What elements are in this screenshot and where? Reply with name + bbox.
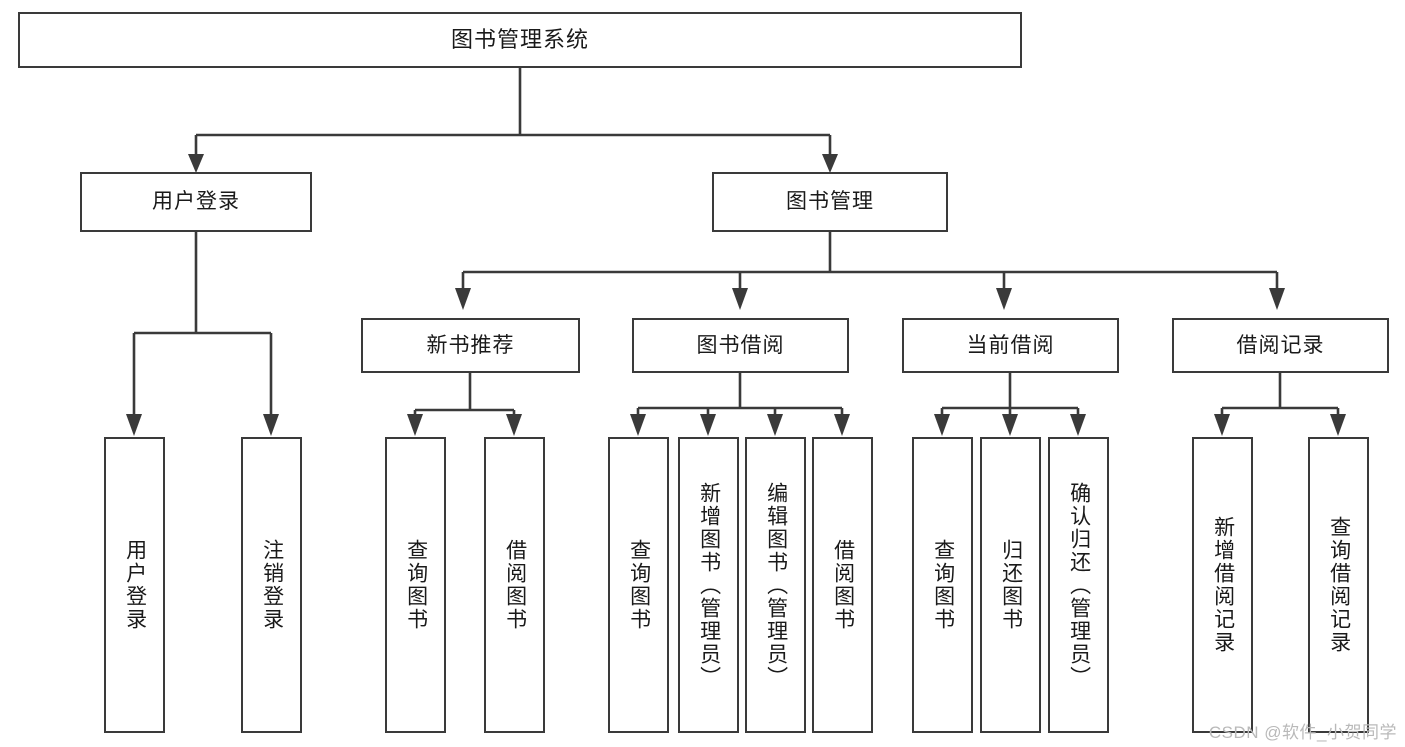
leaf-label: 确认归还（管理员）	[1067, 481, 1091, 689]
leaf-label: 查询借阅记录	[1327, 516, 1351, 654]
arrow-leaf-borrow-book-2	[834, 414, 850, 436]
node-current-borrow[interactable]: 当前借阅	[902, 318, 1119, 373]
arrow-leaf-borrow-book-1	[506, 414, 522, 436]
leaf-label: 归还图书	[999, 539, 1023, 631]
leaf-query-book-borrow[interactable]: 查询图书	[608, 437, 669, 733]
leaf-label: 查询图书	[627, 539, 651, 631]
arrow-leaf-confirm-return	[1070, 414, 1086, 436]
leaf-logout[interactable]: 注销登录	[241, 437, 302, 733]
arrow-leaf-add-record	[1214, 414, 1230, 436]
leaf-query-book-recommend[interactable]: 查询图书	[385, 437, 446, 733]
leaf-label: 借阅图书	[503, 539, 527, 631]
leaf-label: 新增图书（管理员）	[697, 481, 721, 689]
leaf-query-borrow-record[interactable]: 查询借阅记录	[1308, 437, 1369, 733]
leaf-user-login[interactable]: 用户登录	[104, 437, 165, 733]
arrow-leaf-logout	[263, 414, 279, 436]
leaf-label: 借阅图书	[831, 539, 855, 631]
node-user-login[interactable]: 用户登录	[80, 172, 312, 232]
node-borrow-record[interactable]: 借阅记录	[1172, 318, 1389, 373]
leaf-borrow-book[interactable]: 借阅图书	[812, 437, 873, 733]
arrow-user-login	[188, 154, 204, 173]
arrow-leaf-user-login	[126, 414, 142, 436]
watermark-text: CSDN @软件_小贺同学	[1208, 723, 1397, 742]
arrow-leaf-query-book-2	[630, 414, 646, 436]
node-book-borrow[interactable]: 图书借阅	[632, 318, 849, 373]
leaf-query-book-current[interactable]: 查询图书	[912, 437, 973, 733]
node-root-system[interactable]: 图书管理系统	[18, 12, 1022, 68]
arrow-book-borrow	[732, 288, 748, 310]
leaf-add-borrow-record[interactable]: 新增借阅记录	[1192, 437, 1253, 733]
arrow-current-borrow	[996, 288, 1012, 310]
leaf-edit-book-admin[interactable]: 编辑图书（管理员）	[745, 437, 806, 733]
arrow-leaf-edit-book	[767, 414, 783, 436]
leaf-label: 注销登录	[260, 539, 284, 631]
arrow-leaf-query-book-1	[407, 414, 423, 436]
leaf-label: 新增借阅记录	[1211, 516, 1235, 654]
node-book-management[interactable]: 图书管理	[712, 172, 948, 232]
arrow-leaf-add-book	[700, 414, 716, 436]
arrow-borrow-record	[1269, 288, 1285, 310]
leaf-confirm-return-admin[interactable]: 确认归还（管理员）	[1048, 437, 1109, 733]
arrow-leaf-query-record	[1330, 414, 1346, 436]
leaf-label: 查询图书	[931, 539, 955, 631]
leaf-return-book[interactable]: 归还图书	[980, 437, 1041, 733]
leaf-borrow-book-recommend[interactable]: 借阅图书	[484, 437, 545, 733]
leaf-add-book-admin[interactable]: 新增图书（管理员）	[678, 437, 739, 733]
arrow-new-book-recommend	[455, 288, 471, 310]
leaf-label: 用户登录	[123, 539, 147, 631]
arrow-leaf-query-book-3	[934, 414, 950, 436]
arrow-leaf-return-book	[1002, 414, 1018, 436]
leaf-label: 查询图书	[404, 539, 428, 631]
arrow-book-mgmt	[822, 154, 838, 173]
node-new-book-recommend[interactable]: 新书推荐	[361, 318, 580, 373]
leaf-label: 编辑图书（管理员）	[764, 481, 788, 689]
